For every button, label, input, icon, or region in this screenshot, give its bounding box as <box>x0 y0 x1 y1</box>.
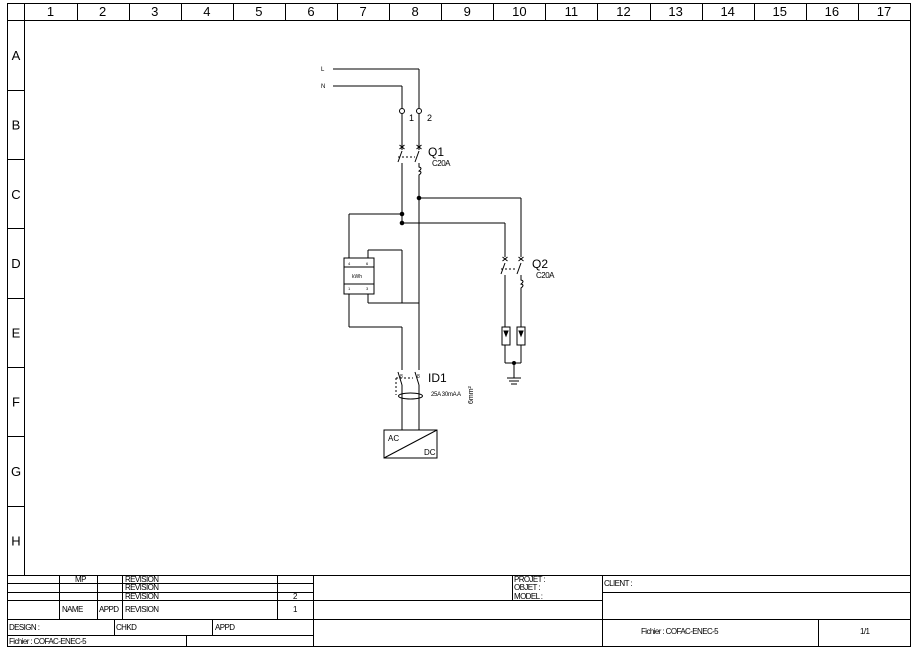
incoming-lines <box>333 68 420 108</box>
row-label: C <box>11 187 20 202</box>
row-labels: A B C D E F G H <box>7 48 25 548</box>
tb-fichier-left: Fichier : COFAC-ENEC-5 <box>9 637 87 646</box>
tb-page-number: 1/1 <box>860 627 870 636</box>
surge-protector-icon <box>501 326 526 364</box>
line-L-label: L <box>321 67 325 73</box>
tb-client: CLIENT : <box>604 579 632 588</box>
column-label: 14 <box>720 4 734 19</box>
row-label: G <box>11 464 21 479</box>
tb-projet: PROJET : <box>514 575 545 584</box>
row-label: E <box>12 325 21 340</box>
tb-mp: MP <box>75 575 86 584</box>
column-label: 7 <box>359 4 366 19</box>
row-label: D <box>11 256 20 271</box>
tb-name: NAME <box>62 605 83 614</box>
row-label: B <box>12 117 21 132</box>
row-label: H <box>11 533 20 548</box>
schematic: L N 1 2 Q1 C20A <box>321 67 556 459</box>
q2-name: Q2 <box>532 257 548 271</box>
column-label: 16 <box>825 4 839 19</box>
terminal-1-icon <box>399 108 405 114</box>
column-label: 5 <box>255 4 262 19</box>
tb-revision-2: REVISION <box>125 583 159 592</box>
column-label: 3 <box>151 4 158 19</box>
meter-label: kWh <box>352 274 362 280</box>
terminal-2-label: 2 <box>427 113 432 123</box>
column-label: 12 <box>616 4 630 19</box>
tb-revision-4: REVISION <box>125 605 159 614</box>
tb-appd: APPD <box>215 623 235 632</box>
q1-name: Q1 <box>428 145 444 159</box>
column-label: 4 <box>203 4 210 19</box>
inverter-icon <box>383 429 438 459</box>
title-block <box>7 575 910 646</box>
row-label: F <box>12 395 20 410</box>
column-label: 13 <box>668 4 682 19</box>
column-label: 17 <box>877 4 891 19</box>
id1-terminal-a: 8 <box>400 374 403 380</box>
id1-terminal-b: 8 <box>417 374 420 380</box>
title-block-text: MP REVISION REVISION REVISION 2 NAME APP… <box>9 575 871 646</box>
q2-rating: C20A <box>536 271 555 280</box>
sheet-border <box>7 3 911 647</box>
ground-icon <box>507 363 521 385</box>
meter-terminal-1: 1 <box>348 286 351 291</box>
kwh-meter-icon <box>343 257 375 295</box>
id1-rating: 25A 30mA A <box>431 392 461 398</box>
line-N-label: N <box>321 84 325 90</box>
junction-dot-icon <box>416 195 422 201</box>
id1-rcd-icon <box>395 371 423 430</box>
column-label: 9 <box>464 4 471 19</box>
column-label: 10 <box>512 4 526 19</box>
q1-breaker-icon <box>397 143 422 214</box>
terminal-2-icon <box>416 108 422 114</box>
tb-model: MODEL : <box>514 592 543 601</box>
meter-terminal-4: 4 <box>348 261 351 266</box>
column-label: 8 <box>412 4 419 19</box>
inverter-dc-label: DC <box>424 448 436 457</box>
tb-appd-header: APPD <box>99 605 119 614</box>
tb-revision-1: REVISION <box>125 575 159 584</box>
id1-wire-size: 6mm² <box>468 385 475 404</box>
tb-objet: OBJET : <box>514 583 540 592</box>
q1-rating: C20A <box>432 159 451 168</box>
inverter-ac-label: AC <box>388 434 399 443</box>
tb-fichier-right: Fichier : COFAC-ENEC-5 <box>641 627 719 636</box>
meter-terminal-6: 6 <box>366 261 369 266</box>
column-label: 2 <box>99 4 106 19</box>
id1-name: ID1 <box>428 371 447 385</box>
row-label: A <box>12 48 21 63</box>
tb-revision-4-number: 1 <box>293 605 298 614</box>
tb-design: DESIGN : <box>9 623 40 632</box>
tb-revision-3: REVISION <box>125 592 159 601</box>
tb-chkd: CHKD <box>116 623 137 632</box>
meter-terminal-3: 3 <box>366 286 369 291</box>
column-label: 11 <box>565 4 579 19</box>
column-label: 15 <box>773 4 787 19</box>
terminal-1-label: 1 <box>409 113 414 123</box>
column-label: 1 <box>47 4 54 19</box>
tb-revision-3-number: 2 <box>293 592 298 601</box>
column-label: 6 <box>307 4 314 19</box>
q2-breaker-icon <box>500 256 524 327</box>
